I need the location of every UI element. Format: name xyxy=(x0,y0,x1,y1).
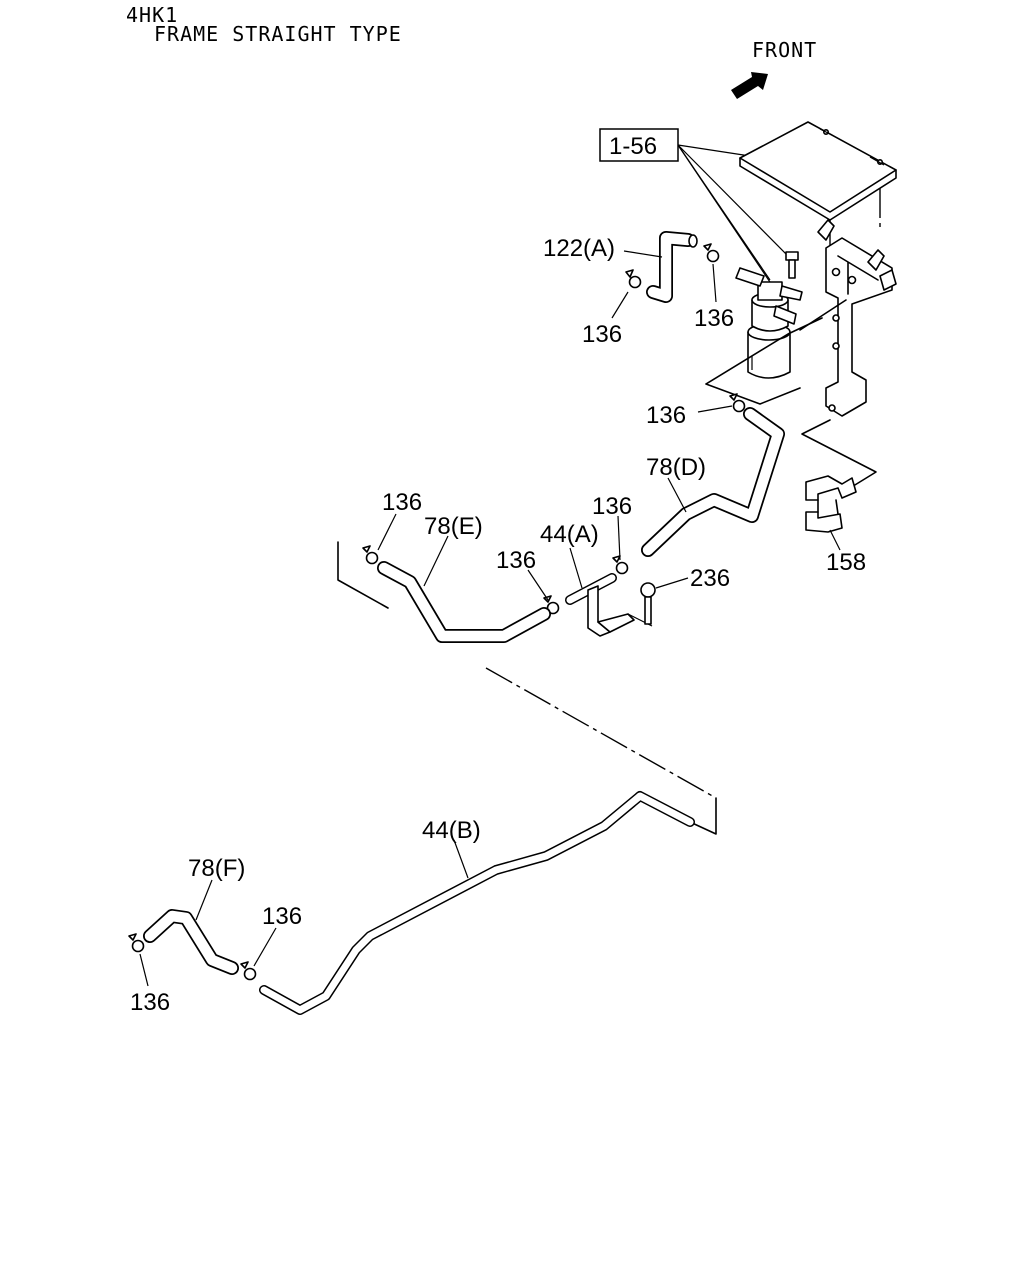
frame-outline-right xyxy=(689,797,717,835)
front-label: FRONT xyxy=(752,38,817,62)
callout-1-56: 1-56 xyxy=(609,133,657,160)
label-hose-122a: 122(A) xyxy=(543,235,615,262)
callout-1-56-leaders xyxy=(677,144,791,301)
label-pipe-44a: 44(A) xyxy=(540,521,599,548)
hose-78f xyxy=(143,909,239,975)
hose-clip-158 xyxy=(805,475,857,533)
hose-clamp-c xyxy=(729,393,746,413)
frame-centerline xyxy=(485,667,717,799)
hose-clamp-g xyxy=(240,961,257,981)
filter-cover-plate xyxy=(739,121,897,213)
label-clamp-b: 136 xyxy=(694,305,734,332)
hose-clamp-b xyxy=(703,243,720,263)
label-hose-78d: 78(D) xyxy=(646,454,706,481)
hose-clamp-a xyxy=(625,269,642,289)
label-clamp-c: 136 xyxy=(646,402,686,429)
label-clamp-g: 136 xyxy=(262,903,302,930)
label-hose-78f: 78(F) xyxy=(188,855,245,882)
frame-outline-left xyxy=(337,541,389,609)
label-bracket-158: 158 xyxy=(826,549,866,576)
bracket-bolt xyxy=(785,251,799,279)
bolt-236 xyxy=(640,582,656,625)
hose-122a xyxy=(646,231,698,303)
label-clamp-a: 136 xyxy=(582,321,622,348)
label-clamp-f: 136 xyxy=(382,489,422,516)
pipe-44a xyxy=(565,573,653,637)
fuel-filter xyxy=(735,267,803,379)
hose-clamp-h xyxy=(128,933,145,953)
callout-1-56-box xyxy=(599,128,679,162)
clip-phantom-outline xyxy=(801,419,877,489)
label-clamp-d: 136 xyxy=(592,493,632,520)
diagram-variant-title: FRAME STRAIGHT TYPE xyxy=(154,22,402,46)
hose-78d xyxy=(641,407,785,557)
filter-to-bracket-line xyxy=(799,299,847,331)
filter-mounting-bracket xyxy=(817,219,897,417)
hose-clamp-f xyxy=(362,545,379,565)
front-arrow-icon xyxy=(731,72,768,99)
label-clamp-e: 136 xyxy=(496,547,536,574)
hose-clamp-d xyxy=(612,555,629,575)
pipe-44b xyxy=(259,791,695,1015)
label-bolt-236: 236 xyxy=(690,565,730,592)
engine-code: 4HK1 xyxy=(126,3,178,27)
label-pipe-44b: 44(B) xyxy=(422,817,481,844)
label-hose-78e: 78(E) xyxy=(424,513,483,540)
hose-78e xyxy=(377,561,551,643)
label-clamp-h: 136 xyxy=(130,989,170,1016)
